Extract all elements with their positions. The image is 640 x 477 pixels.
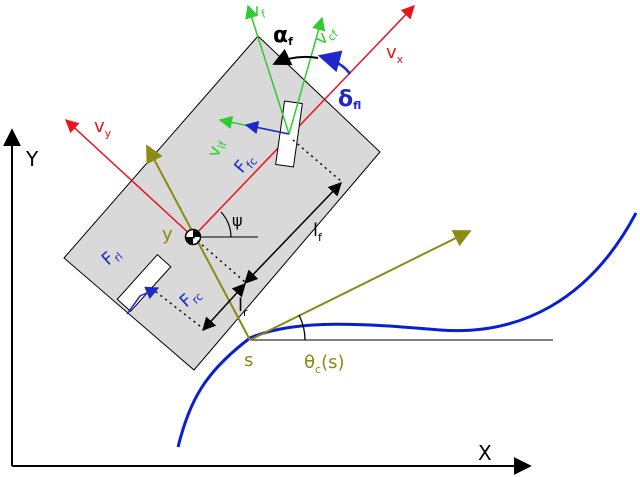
- frl-arrow: [126, 286, 160, 315]
- vy-arrow: [65, 119, 194, 238]
- vy-label: vy: [94, 116, 112, 140]
- rear-length-dimension: [202, 283, 246, 331]
- vf-arrow: [245, 4, 290, 135]
- vcf-arrow: [288, 16, 326, 135]
- vlf-label: vlf: [204, 136, 231, 160]
- steer-angle-label: δfl: [338, 87, 361, 112]
- vehicle-body: [63, 35, 381, 371]
- front-length-dimension: [244, 182, 342, 284]
- s-label: s: [244, 350, 253, 371]
- slip-angle-arc: [272, 48, 319, 66]
- heading-angle-label: ψ: [232, 211, 243, 230]
- ffc-arrow: [244, 120, 290, 135]
- path-tangent-arrow: [249, 230, 472, 341]
- offset-y-label: y: [162, 224, 173, 245]
- rear-length-label: lr: [238, 295, 248, 319]
- slip-angle-label: αf: [273, 23, 293, 48]
- reference-path: [176, 212, 638, 448]
- theta-label: θc(s): [304, 352, 345, 376]
- vf-label: vf: [247, 0, 269, 25]
- heading-angle-arc: [220, 211, 232, 238]
- steer-angle-arc: [317, 50, 352, 75]
- vcf-label: vcf: [311, 20, 341, 50]
- vx-arrow: [192, 5, 415, 238]
- theta-arc: [298, 314, 306, 341]
- y-axis-label: Y: [25, 147, 39, 171]
- x-axis-label: X: [478, 441, 492, 465]
- vx-label: vx: [386, 42, 404, 66]
- front-length-label: lf: [313, 220, 323, 244]
